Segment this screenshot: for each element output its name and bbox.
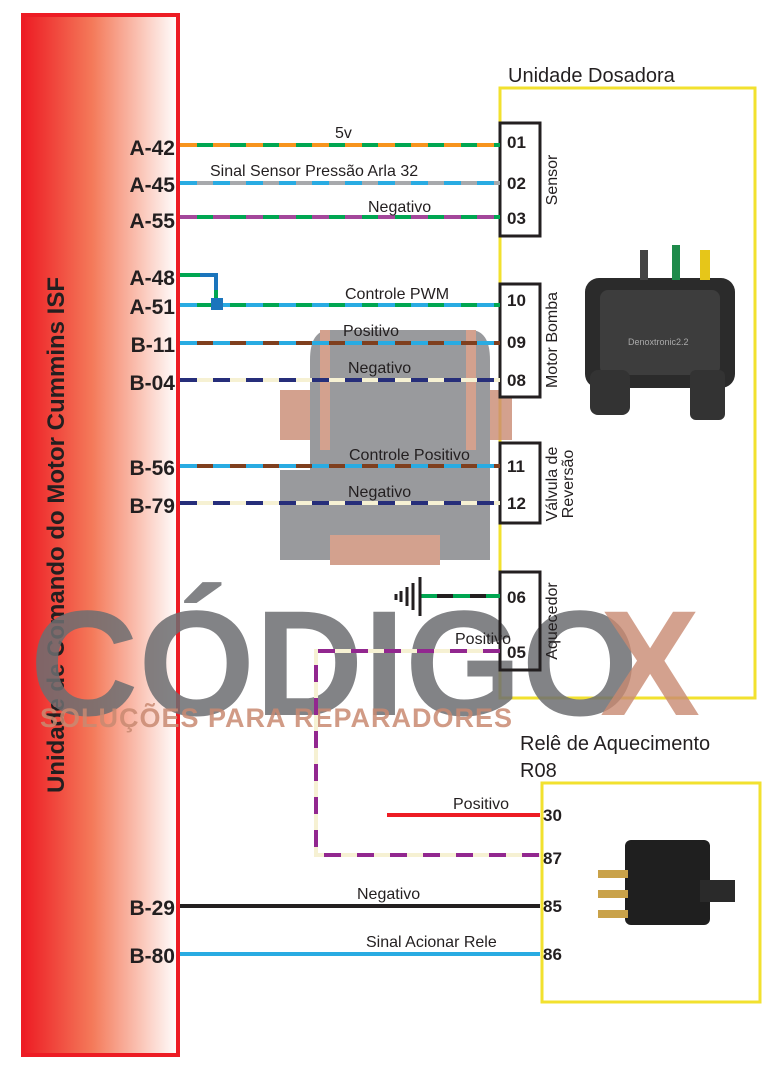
group-label-valve-2: Reversão — [560, 450, 577, 519]
ecu-pin-label: B-11 — [131, 334, 176, 357]
group-label-valve-1: Válvula de — [544, 447, 561, 522]
wire-label: Sinal Acionar Rele — [366, 934, 497, 951]
relay-title: Relê de Aquecimento — [520, 733, 710, 755]
wire-label: Negativo — [357, 886, 420, 903]
terminal-label: 85 — [543, 897, 562, 916]
wire-label: Controle PWM — [345, 286, 449, 303]
ecu-pin-label: B-04 — [129, 372, 175, 395]
terminal-label: 01 — [507, 133, 526, 152]
relay-image — [598, 840, 735, 925]
terminal-label: 30 — [543, 806, 562, 825]
sensor-connector — [498, 121, 542, 238]
ecu-pin-label: A-48 — [129, 267, 175, 290]
ecu-pin-label: A-42 — [129, 137, 175, 160]
relay-code: R08 — [520, 760, 557, 782]
motor-connector — [498, 282, 542, 399]
valve-connector — [498, 441, 542, 525]
group-label-sensor: Sensor — [544, 154, 561, 205]
group-label-motor: Motor Bomba — [544, 292, 561, 388]
terminal-label: 11 — [507, 457, 525, 476]
wire-label: Controle Positivo — [349, 447, 470, 464]
wire-a48 — [180, 273, 223, 310]
ecu-pin-label: B-79 — [129, 495, 175, 518]
wire-label: Positivo — [343, 323, 399, 340]
ecu-pin-label: A-45 — [129, 174, 175, 197]
pump-model-label: Denoxtronic2.2 — [628, 337, 689, 347]
terminal-label: 02 — [507, 174, 526, 193]
wire-label: Sinal Sensor Pressão Arla 32 — [210, 163, 418, 180]
watermark-brand-x: X — [600, 579, 700, 747]
wire-label: Negativo — [348, 484, 411, 501]
terminal-label: 06 — [507, 588, 526, 607]
terminal-label: 10 — [507, 291, 526, 310]
wire-label: Negativo — [348, 360, 411, 377]
watermark-brand: CÓDIGO — [30, 579, 638, 747]
wire-stripe — [314, 649, 540, 857]
terminal-label: 09 — [507, 333, 526, 352]
wire-label: Negativo — [368, 199, 431, 216]
wire-05 — [314, 649, 540, 857]
ground-icon — [394, 577, 422, 616]
wire-label: Positivo — [453, 796, 509, 813]
ecu-pin-label: B-56 — [129, 457, 175, 480]
terminal-label: 08 — [507, 371, 526, 390]
terminal-label: 86 — [543, 945, 562, 964]
relay-box — [540, 781, 762, 1004]
group-label-heater: Aquecedor — [544, 582, 561, 660]
terminal-label: 87 — [543, 849, 562, 868]
terminal-label: 12 — [507, 494, 526, 513]
watermark-tagline: SOLUÇÕES PARA REPARADORES — [40, 702, 513, 733]
ecu-box — [21, 13, 180, 1057]
heater-connector — [498, 570, 542, 672]
ecu-pin-label: A-55 — [129, 210, 175, 233]
dosing-pump-image: Denoxtronic2.2 — [585, 245, 735, 420]
splice-point — [211, 298, 223, 310]
terminal-label: 05 — [507, 643, 526, 662]
ecu-title: Unidade de Comando do Motor Cummins ISF — [43, 277, 70, 793]
terminal-label: 03 — [507, 209, 526, 228]
ecu-pin-label: B-29 — [129, 897, 175, 920]
wire-label: Positivo — [455, 631, 511, 648]
dosing-unit-title: Unidade Dosadora — [508, 65, 676, 87]
wire-label: 5v — [335, 125, 352, 142]
ecu-pin-label: B-80 — [129, 945, 175, 968]
ecu-pin-label: A-51 — [129, 296, 175, 319]
